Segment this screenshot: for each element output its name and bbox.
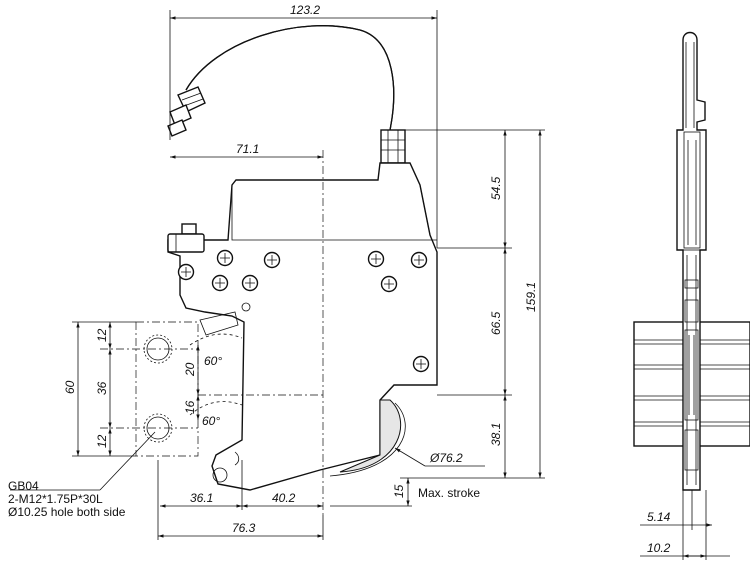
dim-right-offset: 40.2 <box>272 491 296 505</box>
model-label: GB04 <box>8 479 39 493</box>
dim-jaw-lower: 16 <box>183 400 197 414</box>
dim-arc-diameter: Ø76.2 <box>429 451 463 465</box>
dim-bottom-width: 76.3 <box>232 521 256 535</box>
dim-overall-width: 123.2 <box>290 3 320 17</box>
dim-upper-height: 54.5 <box>489 176 503 200</box>
dimension-lines: 123.2 71.1 54.5 66.5 38.1 159.1 Ø76.2 15… <box>8 3 545 540</box>
dim-plate-height: 60 <box>63 380 77 394</box>
max-stroke-label: Max. stroke <box>418 486 480 500</box>
front-view <box>100 25 438 515</box>
dim-stroke: 15 <box>392 484 406 498</box>
dim-top-margin: 12 <box>95 328 109 342</box>
screw-heads <box>177 249 430 483</box>
dim-left-offset: 36.1 <box>190 491 213 505</box>
bolt-label: 2-M12*1.75P*30L <box>8 492 103 506</box>
mounting-plate <box>100 321 199 457</box>
dim-angle-upper: 60° <box>204 354 222 368</box>
dim-side-width: 10.2 <box>647 541 671 555</box>
dim-total-height: 159.1 <box>524 282 538 312</box>
dim-lower-height: 38.1 <box>489 423 503 446</box>
dim-center-offset: 71.1 <box>236 142 259 156</box>
cable-hose <box>185 25 395 131</box>
side-view: 5.14 10.2 <box>633 31 750 560</box>
hole-label: Ø10.25 hole both side <box>8 505 126 519</box>
dim-mid-height: 66.5 <box>489 311 503 335</box>
dim-hole-spacing: 36 <box>95 381 109 395</box>
dim-angle-lower: 60° <box>202 414 220 428</box>
cable-connector <box>380 129 406 164</box>
adjust-knob <box>167 223 205 253</box>
hose-fitting <box>167 86 206 137</box>
dim-jaw-upper: 20 <box>183 362 197 377</box>
dim-side-thickness: 5.14 <box>647 510 671 524</box>
dim-bottom-margin: 12 <box>95 434 109 448</box>
swing-arc <box>339 399 402 473</box>
